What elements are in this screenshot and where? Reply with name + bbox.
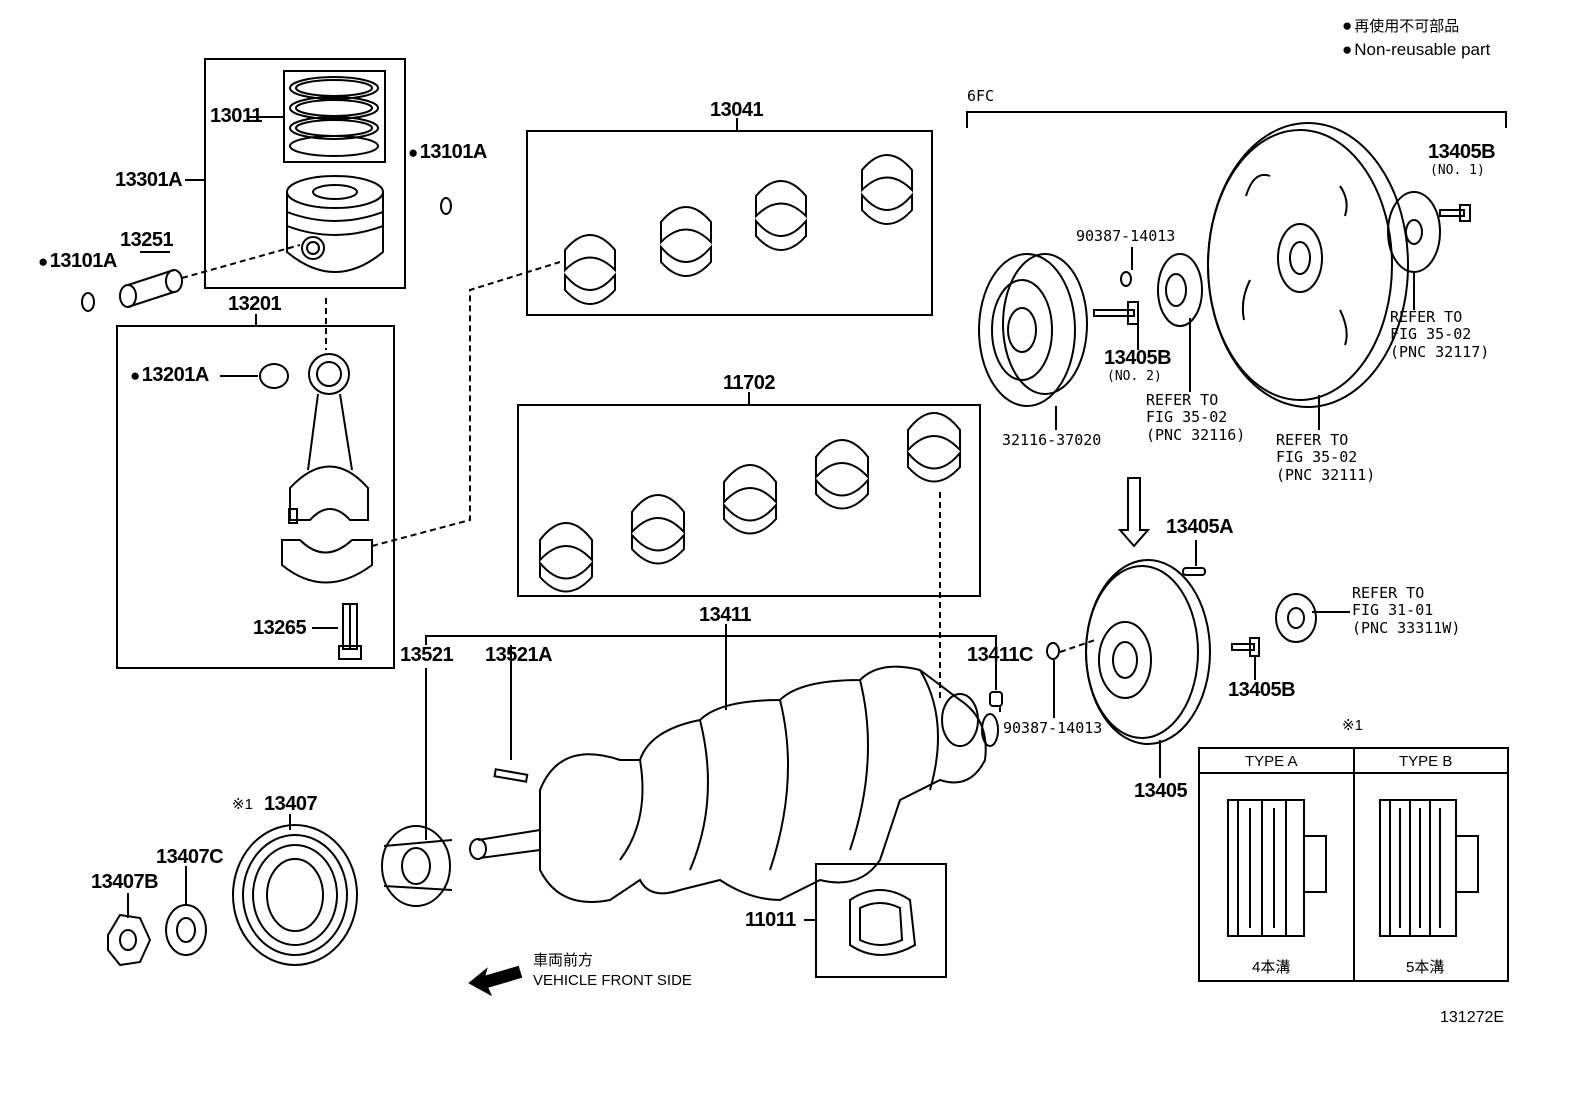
label-13265: 13265 xyxy=(253,617,307,639)
snap-ring-left xyxy=(81,292,95,312)
refer-33311w-line1: REFER TO xyxy=(1352,584,1425,602)
refer-32116-line1: REFER TO xyxy=(1146,391,1219,409)
dowel-pin-13405a xyxy=(1182,567,1206,576)
thrust-washers xyxy=(849,889,917,956)
label-90387-low: 90387-14013 xyxy=(1003,719,1103,737)
label-13407: 13407 xyxy=(264,793,318,815)
crank-pulley xyxy=(232,824,358,966)
pulley-washer xyxy=(165,904,207,956)
label-13405a: 13405A xyxy=(1166,516,1234,538)
pulley-type-a xyxy=(1227,799,1327,937)
label-13411: 13411 xyxy=(699,604,752,626)
refer-32116: REFER TO FIG 35-02 (PNC 32116) xyxy=(1146,391,1246,444)
label-13405b-low: 13405B xyxy=(1228,679,1296,701)
refer-32117: REFER TO FIG 35-02 (PNC 32117) xyxy=(1390,308,1490,361)
label-13251: 13251 xyxy=(120,229,174,251)
refer-32111-line3: (PNC 32111) xyxy=(1276,465,1376,484)
thrust-washer-box xyxy=(815,863,947,978)
vehicle-front-arrow xyxy=(468,965,523,997)
refer-32117-line3: (PNC 32117) xyxy=(1390,342,1490,361)
legend-en: Non-reusable part xyxy=(1342,41,1490,58)
label-13521: 13521 xyxy=(400,644,454,666)
crank-key xyxy=(493,768,529,783)
label-13201a: 13201A xyxy=(130,365,210,385)
front-spacer xyxy=(1157,253,1203,327)
crankshaft xyxy=(469,665,999,903)
refer-32116-line2: FIG 35-02 xyxy=(1146,408,1228,427)
flywheel xyxy=(1085,559,1211,745)
refer-32117-line2: FIG 35-02 xyxy=(1390,325,1472,344)
label-13201: 13201 xyxy=(228,293,282,315)
label-32116-37020: 32116-37020 xyxy=(1002,431,1102,449)
refer-32116-line3: (PNC 32116) xyxy=(1146,425,1246,444)
vehicle-front-jp: 車両前方 xyxy=(533,952,594,969)
conrod-bearing-box xyxy=(526,130,933,316)
knock-pin-90387 xyxy=(1046,642,1060,660)
label-13041: 13041 xyxy=(710,99,764,121)
flywheel-bolt xyxy=(1231,637,1260,657)
connecting-rod xyxy=(259,353,373,660)
label-13407c: 13407C xyxy=(156,846,224,868)
type-b-header: TYPE B xyxy=(1399,753,1453,770)
type-a-header: TYPE A xyxy=(1245,753,1298,770)
label-13411c: 13411C xyxy=(967,644,1033,666)
piston-pin xyxy=(119,269,183,308)
note-mark-13407: ※1 xyxy=(232,796,253,813)
label-13407b: 13407B xyxy=(91,871,159,893)
label-13101a-right: 13101A xyxy=(408,142,488,162)
pulley-type-b xyxy=(1379,799,1479,937)
label-13301a: 13301A xyxy=(115,169,183,191)
label-11011: 11011 xyxy=(745,909,796,931)
assembly-arrow xyxy=(1117,477,1151,548)
refer-32111-line1: REFER TO xyxy=(1276,431,1349,449)
snap-ring-right xyxy=(440,197,452,215)
type-a-grooves: 4本溝 xyxy=(1252,959,1291,976)
vehicle-front-en: VEHICLE FRONT SIDE xyxy=(533,972,692,989)
piston-assembly-box xyxy=(204,58,406,289)
main-bearings xyxy=(539,412,961,593)
label-13011: 13011 xyxy=(210,105,263,127)
rear-plate xyxy=(1387,191,1471,273)
legend-jp: 再使用不可部品 xyxy=(1342,17,1459,34)
label-13405b-no1: 13405B xyxy=(1428,141,1496,163)
refer-32111-line2: FIG 35-02 xyxy=(1276,448,1358,467)
label-90387-top: 90387-14013 xyxy=(1076,227,1176,245)
pulley-nut xyxy=(107,913,152,967)
drive-plate-bolt xyxy=(1093,271,1139,325)
refer-33311w-line3: (PNC 33311W) xyxy=(1352,618,1461,637)
piston-rings xyxy=(289,76,379,157)
type-b-grooves: 5本溝 xyxy=(1406,959,1445,976)
refer-33311w: REFER TO FIG 31-01 (PNC 33311W) xyxy=(1352,584,1461,637)
crank-pin-13411c xyxy=(989,691,1003,707)
note-mark-table: ※1 xyxy=(1342,717,1363,734)
label-13101a-left: 13101A xyxy=(38,251,118,271)
label-13405b-no2: 13405B xyxy=(1104,347,1172,369)
conrod-bearings xyxy=(564,154,913,305)
piston xyxy=(286,175,384,273)
drive-plate-spacer xyxy=(978,253,1088,407)
label-6fc: 6FC xyxy=(967,87,995,105)
drive-plate xyxy=(1207,122,1409,408)
refer-33311w-line2: FIG 31-01 xyxy=(1352,601,1434,620)
figure-id: 131272E xyxy=(1440,1009,1505,1026)
label-13405: 13405 xyxy=(1134,780,1188,802)
refer-32117-line1: REFER TO xyxy=(1390,308,1463,326)
refer-32111: REFER TO FIG 35-02 (PNC 32111) xyxy=(1276,431,1376,484)
timing-gear xyxy=(381,825,453,907)
label-no2: (NO. 2) xyxy=(1107,369,1162,384)
label-11702: 11702 xyxy=(723,372,776,394)
pilot-bearing xyxy=(1275,593,1317,643)
label-no1: (NO. 1) xyxy=(1430,163,1485,178)
label-13521a: 13521A xyxy=(485,644,553,666)
